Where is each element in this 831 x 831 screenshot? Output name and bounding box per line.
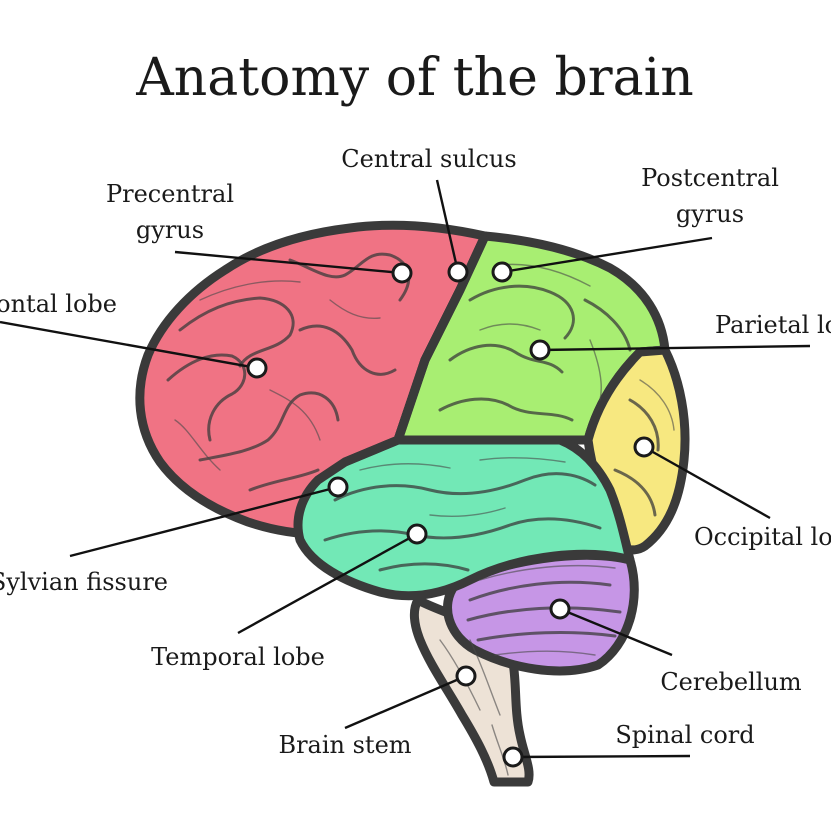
label-frontal-lobe: Frontal lobe [0,290,117,318]
dot-central-sulcus [449,263,467,281]
dot-sylvian-fissure [329,478,347,496]
label-postcentral-line2: gyrus [676,200,744,228]
dot-brain-stem [457,667,475,685]
dot-occipital-lobe [635,438,653,456]
page-title: Anatomy of the brain [135,48,694,108]
dot-parietal-lobe [531,341,549,359]
dot-frontal-lobe [248,359,266,377]
label-temporal-lobe: Temporal lobe [151,643,325,671]
label-postcentral-line1: Postcentral [641,164,779,192]
label-precentral-line2: gyrus [136,216,204,244]
label-cerebellum: Cerebellum [660,668,802,696]
label-central-sulcus: Central sulcus [341,145,516,173]
label-spinal-cord: Spinal cord [615,721,754,749]
label-occipital-lobe: Occipital lobe [694,523,831,551]
leader-brain-stem [345,676,466,728]
dot-temporal-lobe [408,525,426,543]
dot-cerebellum [551,600,569,618]
dot-spinal-cord [504,748,522,766]
label-parietal-lobe: Parietal lobe [715,311,831,339]
leader-spinal-cord [513,756,690,757]
label-precentral-line1: Precentral [106,180,234,208]
dot-postcentral-gyrus [493,263,511,281]
label-brain-stem: Brain stem [278,731,411,759]
label-sylvian-fissure: Sylvian fissure [0,568,168,596]
dot-precentral-gyrus [393,264,411,282]
